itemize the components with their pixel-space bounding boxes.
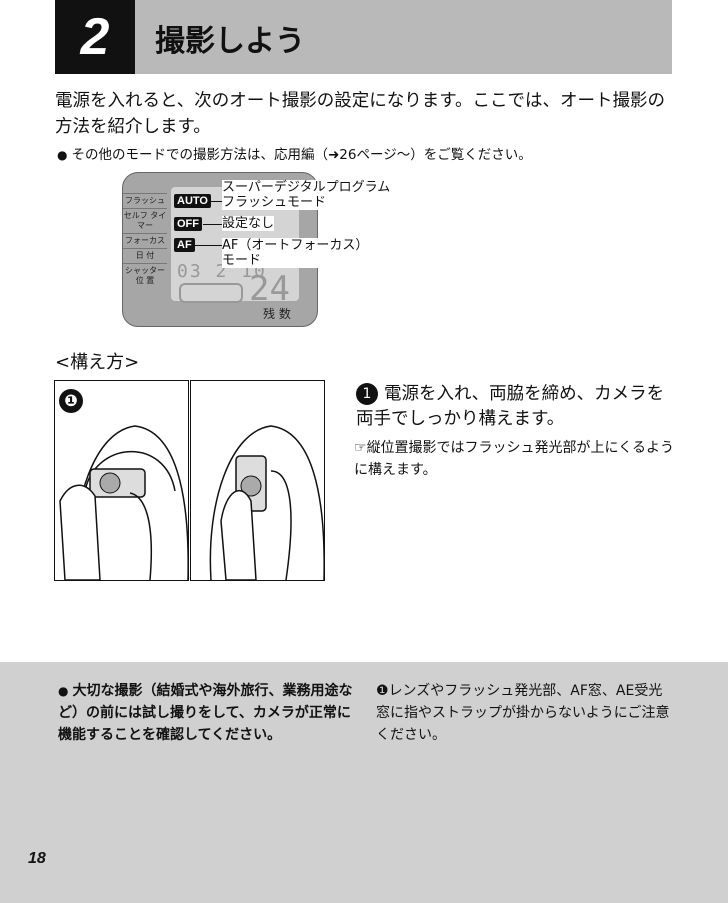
vertical-hold-photo bbox=[190, 380, 325, 581]
obstruction-caution: ❶レンズやフラッシュ発光部、AF窓、AE受光窓に指やストラップが掛からないように… bbox=[376, 680, 676, 746]
woman-with-camera-vertical-illustration bbox=[209, 425, 324, 580]
test-shot-caution: ●大切な撮影（結婚式や海外旅行、業務用途など）の前には試し撮りをして、カメラが正… bbox=[58, 680, 358, 746]
test-shot-caution-text: 大切な撮影（結婚式や海外旅行、業務用途など）の前には試し撮りをして、カメラが正常… bbox=[58, 683, 353, 743]
intro-paragraph: 電源を入れると、次のオート撮影の設定になります。ここでは、オート撮影の方法を紹介… bbox=[55, 91, 666, 137]
step-1-text: 電源を入れ、両脇を締め、カメラを両手でしっかり構えます。 bbox=[356, 384, 665, 429]
obstruction-caution-text: レンズやフラッシュ発光部、AF窓、AE受光窓に指やストラップが掛からないようにご… bbox=[376, 683, 670, 743]
vertical-hold-tip: ☞縦位置撮影ではフラッシュ発光部が上にくるように構えます。 bbox=[354, 437, 676, 481]
caution-icon: ❶ bbox=[376, 683, 389, 699]
lcd-side-label: フォーカス bbox=[123, 233, 167, 248]
step-1-icon: 1 bbox=[356, 383, 378, 405]
auto-flash-label-line1: スーパーデジタルプログラム bbox=[222, 180, 391, 195]
horizontal-hold-photo: ❶ bbox=[54, 380, 189, 581]
chapter-number: 2 bbox=[55, 0, 135, 74]
chapter-header: 2 撮影しよう bbox=[55, 0, 672, 74]
lcd-remaining-label: 残 数 bbox=[263, 307, 291, 321]
af-label-line2: モード bbox=[222, 253, 262, 268]
leader-line bbox=[203, 224, 222, 225]
af-tag: AF bbox=[174, 238, 195, 252]
leader-line bbox=[210, 201, 222, 202]
woman-with-camera-illustration bbox=[59, 425, 188, 580]
leader-line bbox=[194, 245, 222, 246]
lcd-frame-counter: 24 bbox=[249, 269, 290, 309]
self-timer-label: 設定なし bbox=[222, 216, 275, 231]
auto-flash-label-line2: フラッシュモード bbox=[222, 195, 327, 210]
step-number-icon: ❶ bbox=[59, 389, 83, 413]
bullet-icon: ● bbox=[58, 684, 69, 698]
auto-flash-label: スーパーデジタルプログラムフラッシュモード bbox=[222, 180, 391, 210]
holding-title: <構え方> bbox=[55, 352, 140, 373]
af-label-line1: AF（オートフォーカス） bbox=[222, 238, 369, 253]
reference-note-text: その他のモードでの撮影方法は、応用編（➜26ページ〜）をご覧ください。 bbox=[71, 147, 532, 163]
self-timer-tag: OFF bbox=[174, 217, 202, 231]
camera-position-icon bbox=[179, 283, 243, 303]
bullet-icon: ● bbox=[57, 148, 68, 162]
lcd-side-label: シャッター 位 置 bbox=[123, 263, 167, 288]
vertical-hold-tip-text: 縦位置撮影ではフラッシュ発光部が上にくるように構えます。 bbox=[354, 440, 675, 478]
caution-footer: ●大切な撮影（結婚式や海外旅行、業務用途など）の前には試し撮りをして、カメラが正… bbox=[0, 662, 728, 903]
page-number: 18 bbox=[28, 850, 46, 867]
chapter-title: 撮影しよう bbox=[155, 24, 305, 59]
af-label: AF（オートフォーカス）モード bbox=[222, 238, 369, 268]
lcd-side-label: フラッシュ bbox=[123, 193, 167, 208]
auto-flash-tag: AUTO bbox=[174, 194, 211, 208]
lcd-side-labels: フラッシュ セルフ タイマー フォーカス 日 付 シャッター 位 置 bbox=[123, 193, 167, 288]
lcd-side-label: セルフ タイマー bbox=[123, 208, 167, 233]
reference-note: ●その他のモードでの撮影方法は、応用編（➜26ページ〜）をご覧ください。 bbox=[57, 143, 677, 163]
pointing-hand-icon: ☞ bbox=[354, 440, 367, 456]
lcd-side-label: 日 付 bbox=[123, 248, 167, 263]
